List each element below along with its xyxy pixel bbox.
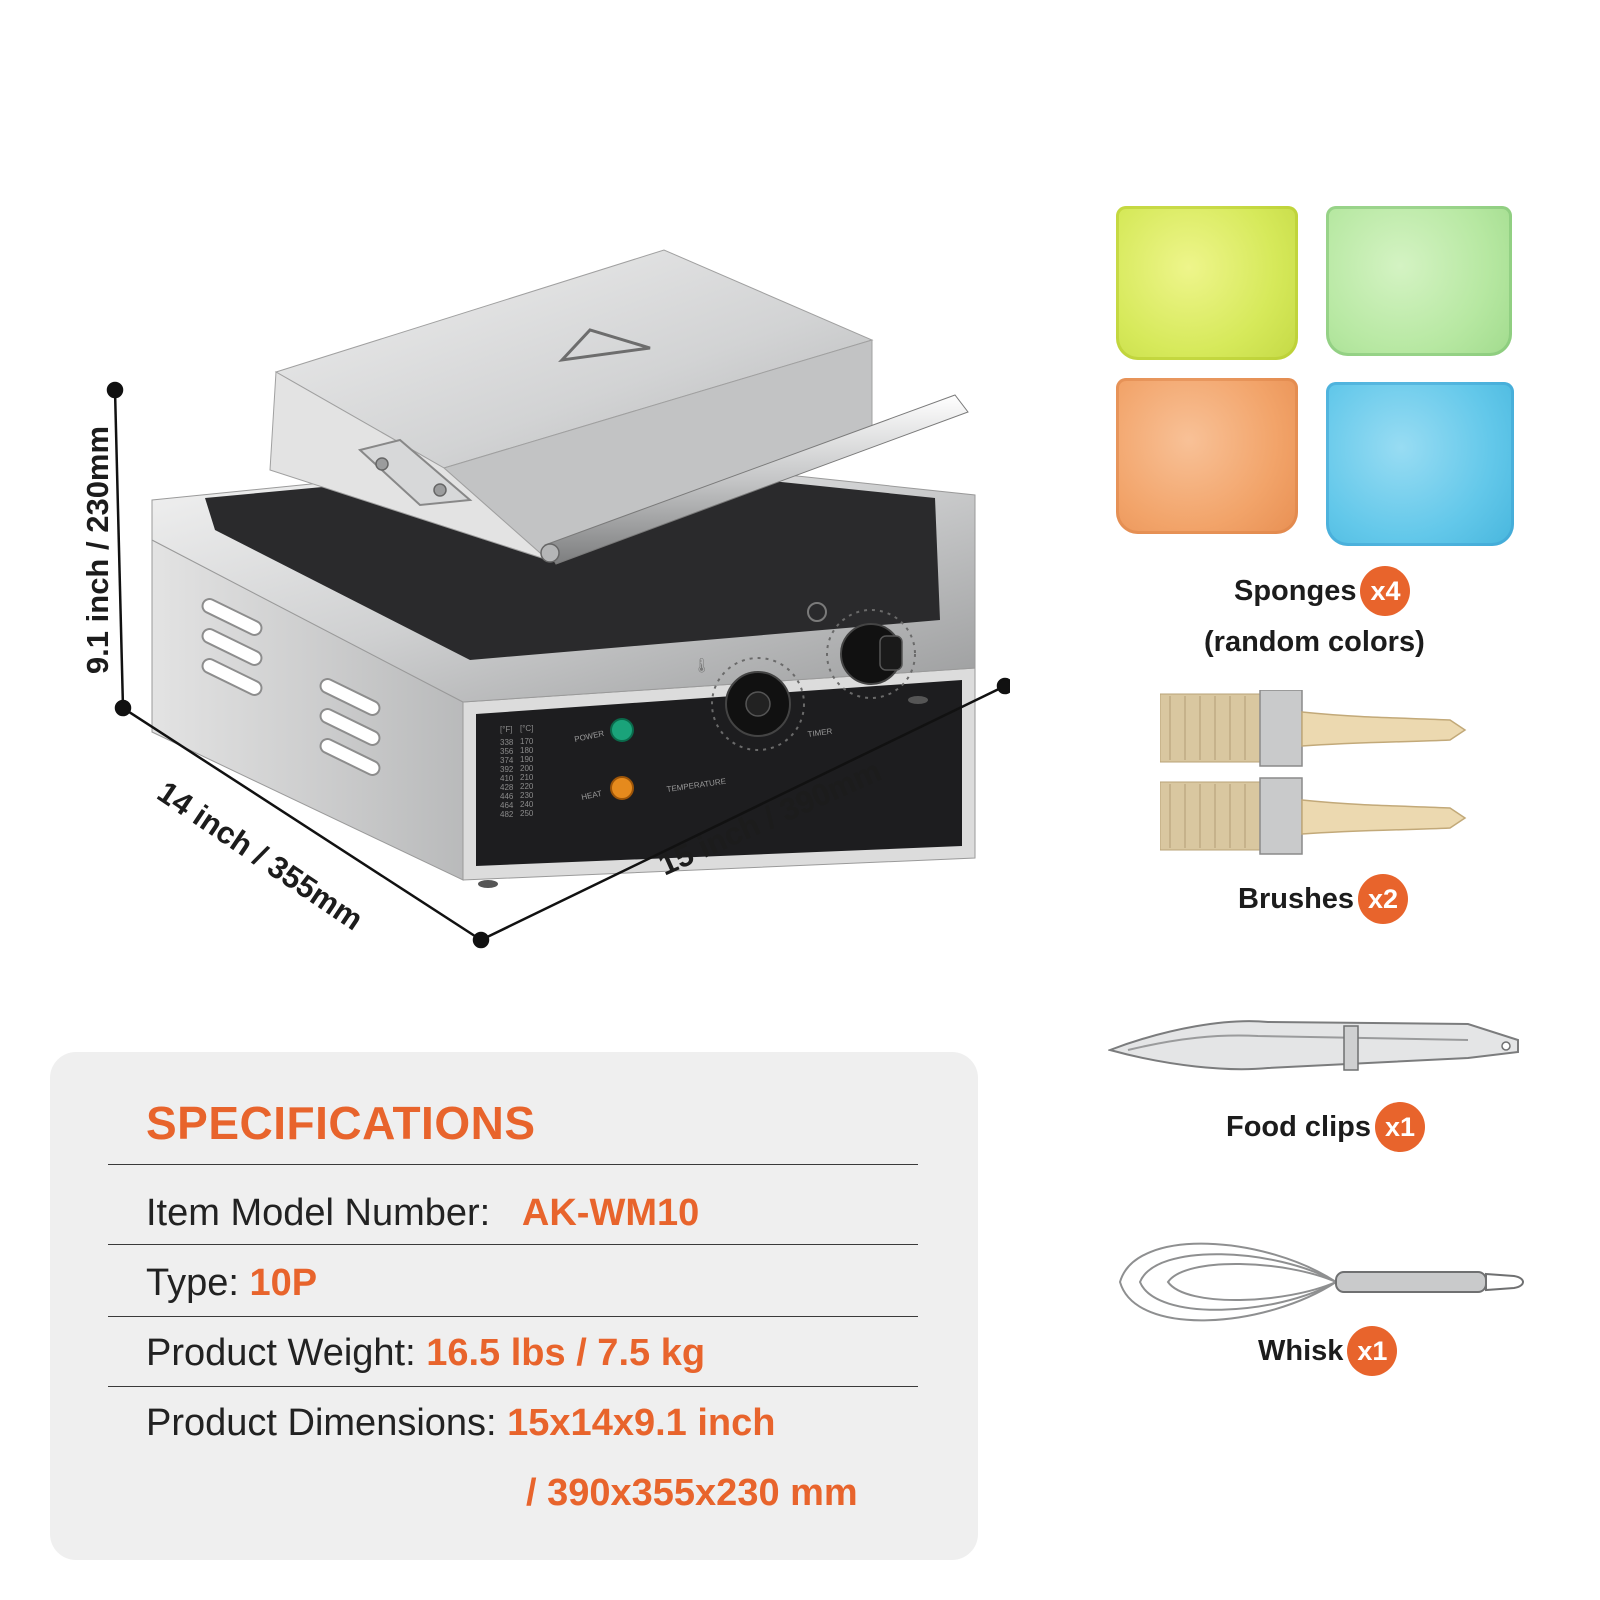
celsius-header: [°C] [520,724,533,733]
celsius-value: 170 [520,737,534,746]
sponges-label: Sponges [1234,574,1357,607]
sponges-caption: Sponges x4 [1234,566,1411,616]
fahrenheit-value: 464 [500,801,514,810]
celsius-value: 190 [520,755,534,764]
height-dimension-label: 9.1 inch / 230mm [80,425,115,675]
hot-surface-warning-icon [558,328,651,363]
divider [108,1386,918,1387]
divider [108,1316,918,1317]
dimensions-value-imperial: 15x14x9.1 inch [507,1402,776,1444]
whisk-label: Whisk [1258,1334,1344,1367]
spec-row-type: Type: 10P [146,1262,317,1305]
sponges-note: (random colors) [1204,626,1425,658]
brushes-illustration [1160,690,1467,855]
celsius-value: 200 [520,764,534,773]
dimensions-value-metric: / 390x355x230 mm [526,1472,858,1514]
cooking-plate [205,462,940,660]
spec-row-dimensions-metric: / 390x355x230 mm [526,1472,858,1515]
dimension-lines [106,381,1010,949]
power-indicator-light [610,718,634,742]
food-clips-count-badge: x1 [1375,1102,1425,1152]
timer-knob[interactable] [826,609,916,699]
divider [108,1164,918,1165]
specifications-panel: SPECIFICATIONS Item Model Number: AK-WM1… [50,1052,978,1560]
fahrenheit-value: 338 [500,738,514,747]
heat-indicator-light [610,776,634,800]
spec-row-dimensions: Product Dimensions: 15x14x9.1 inch [146,1402,775,1445]
handle-cap [540,543,560,563]
celsius-value: 230 [520,791,534,800]
foot [478,880,498,888]
hinge-screw [375,457,389,471]
sponge-green [1326,206,1512,356]
thermometer-icon: 🌡 [693,658,711,674]
brushes-label: Brushes [1238,882,1355,915]
sponges-count-badge: x4 [1360,566,1411,616]
divider [108,1244,918,1245]
fahrenheit-header: [°F] [500,725,513,734]
spec-row-weight: Product Weight: 16.5 lbs / 7.5 kg [146,1332,705,1375]
brush [1160,690,1467,767]
fahrenheit-value: 446 [500,792,514,801]
brush [1160,777,1467,855]
fahrenheit-value: 392 [500,765,514,774]
whisk-illustration [1118,1242,1524,1322]
type-label: Type: [146,1262,239,1304]
brushes-caption: Brushes x2 [1238,874,1409,924]
weight-label: Product Weight: [146,1332,416,1374]
model-label: Item Model Number: [146,1192,491,1234]
whisk-caption: Whisk x1 [1258,1326,1398,1376]
fahrenheit-value: 410 [500,774,514,783]
waffle-maker-illustration: [°F] [°C] 338 356 374 392 410 428 446 46… [106,249,1010,949]
specifications-title: SPECIFICATIONS [146,1097,536,1149]
hinge-screw [433,483,447,497]
whisk-count-badge: x1 [1347,1326,1398,1376]
clock-icon [807,602,827,622]
celsius-value: 240 [520,800,534,809]
clip-hole [1501,1041,1511,1051]
sponge-blue [1326,382,1514,546]
sponge-yellow [1116,206,1298,360]
food-clips-label: Food clips [1226,1110,1371,1143]
sponge-orange [1116,378,1298,534]
timer-label: TIMER [807,727,833,739]
fahrenheit-value: 356 [500,747,514,756]
celsius-value: 220 [520,782,534,791]
model-value: AK-WM10 [521,1192,700,1234]
weight-value: 16.5 lbs / 7.5 kg [426,1332,706,1374]
food-clips-illustration [1108,1020,1519,1071]
temperature-knob[interactable] [711,657,805,751]
celsius-value: 180 [520,746,534,755]
celsius-value: 210 [520,773,534,782]
heat-label: HEAT [581,789,603,802]
brushes-count-badge: x2 [1358,874,1409,924]
spec-row-model: Item Model Number: AK-WM10 [146,1192,699,1235]
type-value: 10P [249,1262,318,1304]
dimensions-label: Product Dimensions: [146,1402,497,1444]
fahrenheit-value: 482 [500,810,514,819]
food-clips-caption: Food clips x1 [1226,1102,1425,1152]
temperature-scale: [°F] [°C] 338 356 374 392 410 428 446 46… [500,724,534,819]
control-panel [476,680,962,866]
foot [908,696,928,704]
fahrenheit-value: 428 [500,783,514,792]
vent-slots [201,598,381,776]
celsius-value: 250 [520,809,534,818]
fahrenheit-value: 374 [500,756,514,765]
